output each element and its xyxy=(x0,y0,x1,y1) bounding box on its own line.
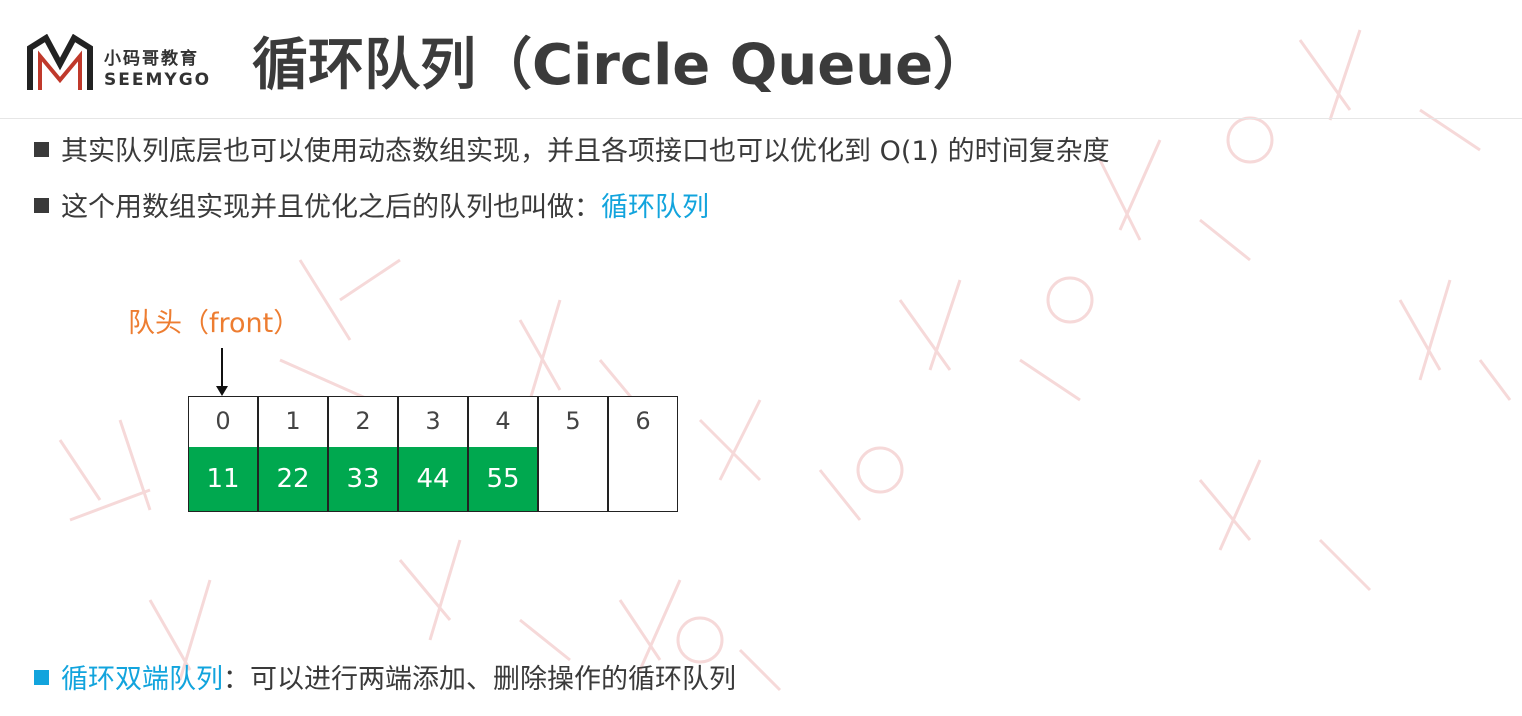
front-arrow-icon xyxy=(216,348,228,396)
array-cell-value xyxy=(539,447,607,511)
array-cell: 6 xyxy=(608,396,678,512)
slide-header: 小码哥教育 SEEMYGO 循环队列（Circle Queue） xyxy=(0,0,1522,119)
bullet-1: 其实队列底层也可以使用动态数组实现，并且各项接口也可以优化到 O(1) 的时间复… xyxy=(34,134,1110,170)
bullet-2-highlight: 循环队列 xyxy=(601,192,709,223)
bullet-2-text: 这个用数组实现并且优化之后的队列也叫做： xyxy=(61,192,601,223)
bullet-1-text: 其实队列底层也可以使用动态数组实现，并且各项接口也可以优化到 O(1) 的时间复… xyxy=(61,136,1110,167)
bullet-square-icon xyxy=(34,198,49,213)
array-cell-value: 55 xyxy=(469,447,537,511)
array-cell-value: 44 xyxy=(399,447,467,511)
array-cell-index: 0 xyxy=(215,407,231,435)
array-cell-index: 2 xyxy=(355,407,371,435)
footer-bullet-highlight: 循环双端队列 xyxy=(61,664,223,695)
logo-english-text: SEEMYGO xyxy=(104,70,212,90)
brand-logo: 小码哥教育 SEEMYGO xyxy=(26,34,226,94)
front-pointer-label: 队头（front） xyxy=(128,308,301,339)
bullet-2: 这个用数组实现并且优化之后的队列也叫做：循环队列 xyxy=(34,190,709,226)
slide-title: 循环队列（Circle Queue） xyxy=(252,33,990,98)
array-cell-value: 33 xyxy=(329,447,397,511)
array-cell-index: 6 xyxy=(635,407,651,435)
array-cell-index: 3 xyxy=(425,407,441,435)
array-cell-index: 1 xyxy=(285,407,301,435)
array-cell-value: 11 xyxy=(189,447,257,511)
bullet-square-icon xyxy=(34,142,49,157)
array-cell-index: 5 xyxy=(565,407,581,435)
bullet-square-icon xyxy=(34,670,49,685)
footer-bullet: 循环双端队列：可以进行两端添加、删除操作的循环队列 xyxy=(34,662,736,698)
array-cell: 5 xyxy=(538,396,608,512)
array-cell-value: 22 xyxy=(259,447,327,511)
footer-bullet-text: ：可以进行两端添加、删除操作的循环队列 xyxy=(223,664,736,695)
logo-chinese-text: 小码哥教育 xyxy=(104,49,199,69)
array-cell-index: 4 xyxy=(495,407,511,435)
logo-mark-icon xyxy=(27,34,93,90)
array-cell-value xyxy=(609,447,677,511)
